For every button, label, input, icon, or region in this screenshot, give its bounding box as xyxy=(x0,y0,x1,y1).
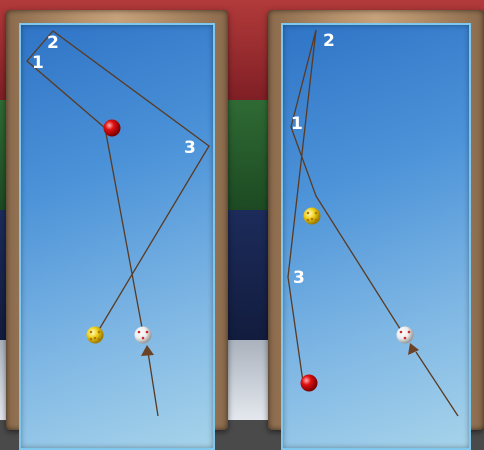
table-felt xyxy=(281,23,471,450)
table-felt xyxy=(19,23,215,450)
left-billiard-table xyxy=(6,10,228,450)
right-billiard-table xyxy=(268,10,484,450)
